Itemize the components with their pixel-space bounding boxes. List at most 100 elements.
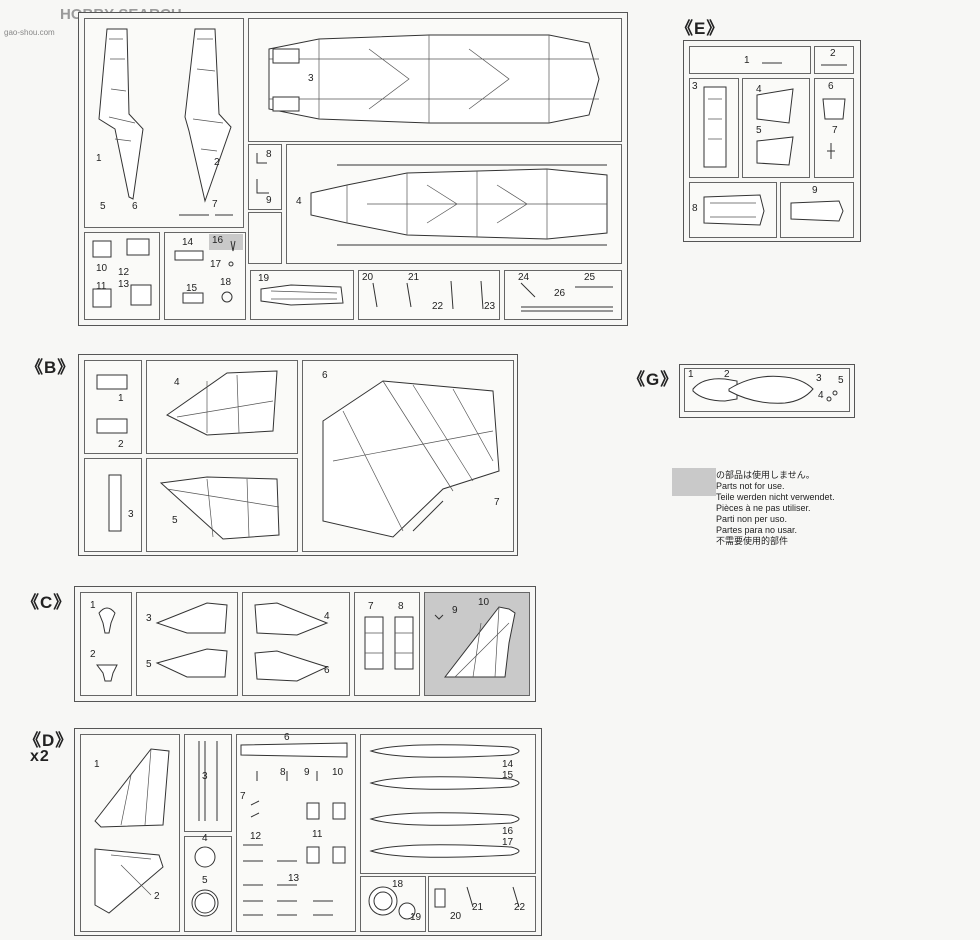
sprue-e-box-9 xyxy=(780,182,854,238)
part-label-a19: 19 xyxy=(258,273,270,284)
legend-line-fr: Pièces à ne pas utiliser. xyxy=(716,503,811,513)
part-label-d18: 18 xyxy=(392,879,404,890)
sprue-a-box-20-23 xyxy=(358,270,500,320)
part-label-d6: 6 xyxy=(284,732,290,743)
part-label-a18: 18 xyxy=(220,277,232,288)
sprue-d-quantity: x2 xyxy=(30,748,50,765)
sprue-a-box-19 xyxy=(250,270,354,320)
part-label-d19: 19 xyxy=(410,912,422,923)
part-label-d21: 21 xyxy=(472,902,484,913)
part-label-d20: 20 xyxy=(450,911,462,922)
sprue-d-box-4-5 xyxy=(184,836,232,932)
part-label-d17: 17 xyxy=(502,837,514,848)
part-label-d7: 7 xyxy=(240,791,246,802)
part-label-a25: 25 xyxy=(584,272,596,283)
part-label-d12: 12 xyxy=(250,831,262,842)
sprue-d-box-14-17 xyxy=(360,734,536,874)
part-label-e8: 8 xyxy=(692,203,698,214)
sprue-e-box-3 xyxy=(689,78,739,178)
part-label-a14: 14 xyxy=(182,237,194,248)
part-label-a20: 20 xyxy=(362,272,374,283)
sprue-c-tag: 《C》 xyxy=(22,593,72,612)
sprue-d-box-1-2 xyxy=(80,734,180,932)
part-label-d10: 10 xyxy=(332,767,344,778)
sprue-a-box-24-26 xyxy=(504,270,622,320)
sprue-e-box-6-7 xyxy=(814,78,854,178)
sprue-e-box-8 xyxy=(689,182,777,238)
watermark-site: gao-shou.com xyxy=(4,28,55,37)
sprue-c-box-4-6 xyxy=(242,592,350,696)
part-label-a12: 12 xyxy=(118,267,130,278)
part-label-c5: 5 xyxy=(146,659,152,670)
part-label-e1: 1 xyxy=(744,55,750,66)
legend-line-ja: の部品は使用しません。 xyxy=(716,470,815,480)
part-label-a6: 6 xyxy=(132,201,138,212)
part-label-d1: 1 xyxy=(94,759,100,770)
part-label-g5: 5 xyxy=(838,375,844,386)
part-label-d5: 5 xyxy=(202,875,208,886)
part-label-g2: 2 xyxy=(724,369,730,380)
sprue-c-box-3-5 xyxy=(136,592,238,696)
not-used-legend-swatch xyxy=(672,468,716,496)
part-label-a5: 5 xyxy=(100,201,106,212)
part-label-e2: 2 xyxy=(830,48,836,59)
part-label-c9: 9 xyxy=(452,605,458,616)
sprue-d-box-18-19 xyxy=(360,876,426,932)
part-label-d22: 22 xyxy=(514,902,526,913)
sprue-a-box-14-18 xyxy=(164,232,246,320)
part-label-d3: 3 xyxy=(202,771,208,782)
sprue-a-box-4 xyxy=(286,144,622,264)
part-label-c6: 6 xyxy=(324,665,330,676)
part-label-g1: 1 xyxy=(688,369,694,380)
sprue-c-box-9-10-not-used xyxy=(424,592,530,696)
part-label-a2: 2 xyxy=(214,157,220,168)
part-label-d4: 4 xyxy=(202,833,208,844)
part-label-d14: 14 xyxy=(502,759,514,770)
sprue-b-tag: 《B》 xyxy=(26,358,76,377)
sprue-d-box-20-22 xyxy=(428,876,536,932)
part-label-b2: 2 xyxy=(118,439,124,450)
part-label-e4: 4 xyxy=(756,84,762,95)
part-label-c1: 1 xyxy=(90,600,96,611)
part-label-c3: 3 xyxy=(146,613,152,624)
part-label-d2: 2 xyxy=(154,891,160,902)
legend-line-es: Partes para no usar. xyxy=(716,525,798,535)
part-label-b3: 3 xyxy=(128,509,134,520)
sprue-b-box-4 xyxy=(146,360,298,454)
sprue-g-tag: 《G》 xyxy=(628,370,679,389)
sprue-e-box-4-5 xyxy=(742,78,810,178)
part-label-a24: 24 xyxy=(518,272,530,283)
part-label-a15: 15 xyxy=(186,283,198,294)
part-label-a11: 11 xyxy=(96,281,107,292)
sprue-a-box-10-13 xyxy=(84,232,160,320)
legend-line-en: Parts not for use. xyxy=(716,481,785,491)
sprue-b-box-3 xyxy=(84,458,142,552)
legend-line-it: Parti non per uso. xyxy=(716,514,788,524)
part-label-e9: 9 xyxy=(812,185,818,196)
sprue-g-box xyxy=(684,368,850,412)
sprue-c-box-7-8 xyxy=(354,592,420,696)
part-label-c10: 10 xyxy=(478,597,490,608)
part-label-d8: 8 xyxy=(280,767,286,778)
sprue-a-box-empty xyxy=(248,212,282,264)
sprue-e-tag: 《E》 xyxy=(676,19,725,38)
part-label-c7: 7 xyxy=(368,601,374,612)
part-label-a3: 3 xyxy=(308,73,314,84)
sprue-b-box-5 xyxy=(146,458,298,552)
part-label-d13: 13 xyxy=(288,873,300,884)
sprue-b-box-1-2 xyxy=(84,360,142,454)
part-label-a26: 26 xyxy=(554,288,566,299)
part-label-e7: 7 xyxy=(832,125,838,136)
sprue-e-box-1 xyxy=(689,46,811,74)
sprue-d-box-3 xyxy=(184,734,232,832)
part-label-a10: 10 xyxy=(96,263,108,274)
part-label-a22: 22 xyxy=(432,301,444,312)
part-label-a13: 13 xyxy=(118,279,130,290)
legend-line-de: Teile werden nicht verwendet. xyxy=(716,492,835,502)
part-label-g3: 3 xyxy=(816,373,822,384)
part-label-b5: 5 xyxy=(172,515,178,526)
part-label-e5: 5 xyxy=(756,125,762,136)
part-label-a4: 4 xyxy=(296,196,302,207)
part-label-c2: 2 xyxy=(90,649,96,660)
part-label-e6: 6 xyxy=(828,81,834,92)
